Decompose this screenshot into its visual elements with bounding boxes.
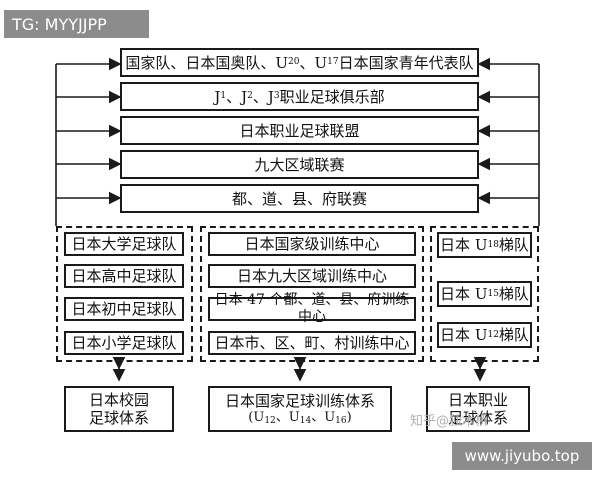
site-watermark: www.jiyubo.top bbox=[452, 442, 592, 470]
system-school-line2: 足球体系 bbox=[88, 409, 149, 427]
system-national-line1: 日本国家足球训练体系 bbox=[224, 391, 375, 410]
system-pro-line2: 足球体系 bbox=[447, 409, 508, 427]
level-regional-league: 九大区域联赛 bbox=[120, 150, 479, 179]
training-centers-group bbox=[200, 226, 424, 362]
system-pro: 日本职业 足球体系 bbox=[426, 386, 530, 432]
school-team-junior: 日本初中足球队 bbox=[64, 297, 184, 321]
level-prefecture-league-label: 都、道、县、府联赛 bbox=[231, 189, 367, 208]
school-team-label: 日本高中足球队 bbox=[71, 267, 177, 285]
system-school: 日本校园 足球体系 bbox=[64, 386, 174, 432]
center-national: 日本国家级训练中心 bbox=[208, 232, 416, 256]
center-label: 日本九大区域训练中心 bbox=[236, 267, 387, 285]
system-national: 日本国家足球训练体系 (U12、U14、U16) bbox=[208, 386, 392, 432]
center-label: 日本国家级训练中心 bbox=[244, 235, 380, 253]
school-team-university: 日本大学足球队 bbox=[64, 232, 184, 256]
center-label: 日本 47 个都、道、县、府训练中心 bbox=[214, 292, 410, 325]
ladder-teams-group bbox=[430, 226, 539, 362]
school-team-label: 日本初中足球队 bbox=[71, 300, 177, 318]
school-team-high: 日本高中足球队 bbox=[64, 264, 184, 288]
center-regional: 日本九大区域训练中心 bbox=[208, 264, 416, 288]
faint-watermark: 知乎@独木桥 bbox=[410, 414, 489, 429]
school-team-label: 日本大学足球队 bbox=[71, 235, 177, 253]
system-national-line2: (U12、U14、U16) bbox=[248, 409, 352, 426]
school-team-label: 日本小学足球队 bbox=[71, 334, 177, 352]
center-prefecture: 日本 47 个都、道、县、府训练中心 bbox=[208, 292, 416, 325]
system-pro-line1: 日本职业 bbox=[447, 391, 508, 409]
center-label: 日本市、区、町、村训练中心 bbox=[214, 334, 410, 352]
channel-tag: TG: MYYJJPP bbox=[4, 10, 149, 38]
school-teams-group bbox=[56, 226, 193, 362]
center-municipal: 日本市、区、町、村训练中心 bbox=[208, 331, 416, 355]
system-school-line1: 日本校园 bbox=[88, 391, 149, 409]
level-regional-league-label: 九大区域联赛 bbox=[254, 155, 345, 174]
school-team-primary: 日本小学足球队 bbox=[64, 331, 184, 355]
level-pro-league-label: 日本职业足球联盟 bbox=[239, 121, 360, 140]
level-pro-league: 日本职业足球联盟 bbox=[120, 116, 479, 145]
level-prefecture-league: 都、道、县、府联赛 bbox=[120, 184, 479, 213]
